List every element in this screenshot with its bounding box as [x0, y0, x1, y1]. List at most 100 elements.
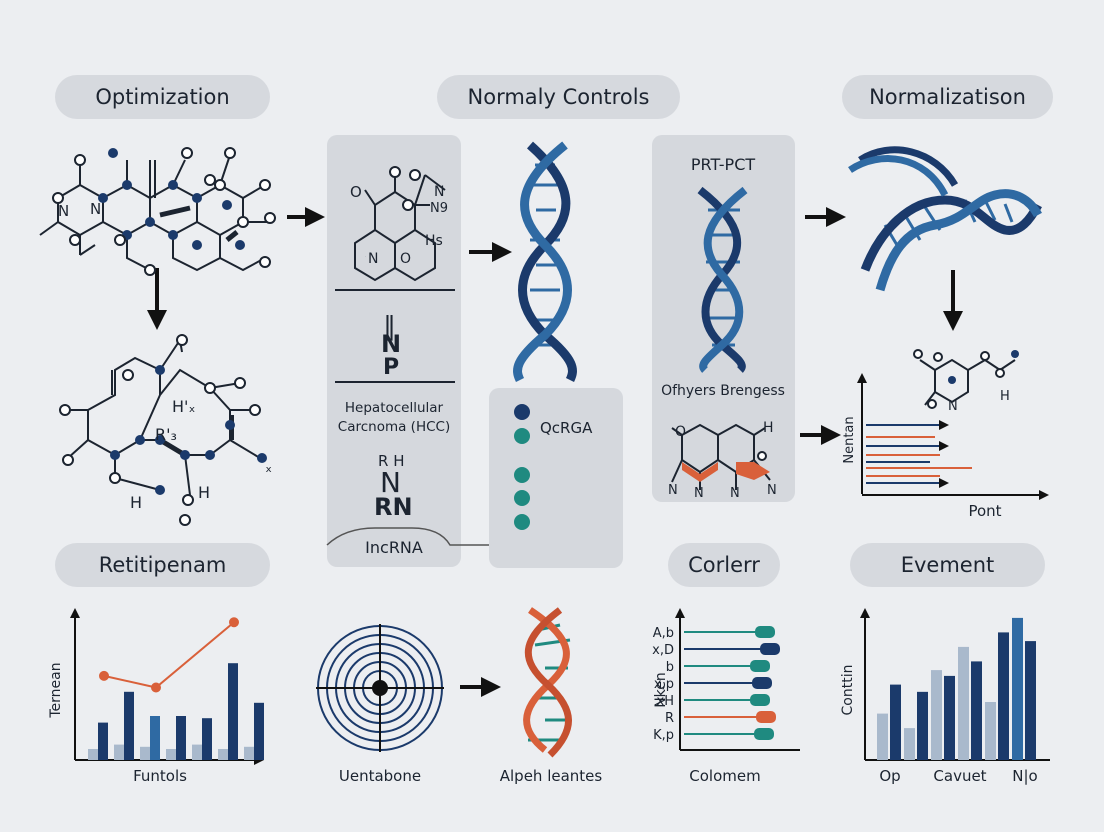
chart1-line-point-3	[229, 617, 239, 628]
mol2-r-prime: R'₃	[155, 425, 177, 444]
target-rings	[316, 624, 444, 752]
target-caption: Uentabone	[339, 767, 421, 785]
panel-left	[327, 135, 461, 567]
mol3-h: H	[1000, 389, 1010, 404]
mol3-n: N	[948, 399, 958, 414]
hbar-xlabel: Pont	[968, 502, 1001, 520]
panel-left-atom-2	[409, 169, 421, 181]
chart2-bar-9	[985, 702, 996, 760]
panel-left-atom-h: H	[365, 256, 366, 258]
prt-n4: N	[767, 483, 777, 498]
qcrga-dot-teal-4	[514, 514, 530, 530]
lollipop-label-5: xH	[657, 694, 674, 709]
panel-left-atom-hs: Hs	[425, 233, 443, 249]
chart1-line-point-2	[151, 682, 161, 693]
qcrga-label: QcRGA	[540, 419, 593, 437]
lollipop-head-3	[750, 660, 770, 672]
lollipop-head-5	[750, 694, 770, 706]
prt-orange-left	[682, 462, 718, 482]
lollipop-label-3: b	[666, 660, 674, 675]
dna-helix-orange	[523, 607, 572, 758]
hbar-axes	[857, 373, 1049, 500]
chart2-bars	[877, 617, 1036, 760]
prt-molecule	[671, 423, 771, 490]
prt-n1: N	[668, 483, 678, 498]
mol3-atom-7	[927, 399, 937, 409]
chart1-bar-dark-4	[176, 716, 186, 760]
chart2-bar-8	[971, 661, 982, 760]
chart2-xlabel-3: N|o	[1012, 767, 1037, 785]
chart2-bar-5	[931, 670, 942, 760]
dna-helix-center	[513, 141, 577, 383]
mol3-atom-3	[948, 376, 956, 384]
molecule-middle-left	[65, 339, 261, 496]
chart2-bar-10	[998, 632, 1009, 760]
panel-left-np-p: P	[383, 355, 399, 380]
chart1-bar-dark-3	[150, 716, 160, 760]
arrows	[147, 207, 963, 697]
chart2-bar-12	[1025, 641, 1036, 760]
mol1-n-label: N	[58, 202, 69, 220]
panel-left-atom-1	[389, 166, 401, 178]
panel-left-rn: RN	[374, 493, 413, 521]
panel-left-atom-o2: O	[400, 251, 411, 267]
chart1-bar-dark-5	[202, 718, 212, 760]
chart2-bar-2	[890, 684, 901, 760]
chart1-bar-dark-7	[254, 702, 264, 760]
prt-o: O	[675, 424, 686, 440]
qcrga-dot-navy	[514, 404, 530, 420]
panel-left-atom-3	[402, 199, 414, 211]
header-corlerr: Corlerr	[668, 543, 780, 587]
mol3-atom-5	[995, 368, 1005, 378]
chart1-line-path	[103, 621, 235, 689]
chart1-bar-light-2	[114, 744, 124, 760]
panel-left-atom-n9: N9	[430, 201, 448, 216]
mol3-atom-6	[1011, 350, 1019, 358]
panel-left-atom-n2: N	[434, 184, 444, 200]
chart1-bar-dark-1	[98, 722, 108, 760]
panel-connector	[326, 527, 489, 546]
lollipop-ylabel: Nken	[653, 672, 669, 708]
lollipop-label-6: R	[665, 711, 674, 726]
molecule-top-left-atoms	[52, 147, 276, 276]
hcc-line2: Carcnoma (HCC)	[338, 419, 450, 435]
lollipop-head-7	[754, 728, 774, 740]
prt-pct-title: PRT-PCT	[691, 155, 756, 174]
chart2-bar-11	[1012, 617, 1023, 760]
chart1-bar-light-3	[140, 746, 150, 760]
chart1-bar-light-5	[192, 744, 202, 760]
dna-helix-top-right	[848, 146, 1042, 292]
chart2-xlabel-1: Op	[879, 767, 900, 785]
chart1-xlabel: Funtols	[133, 767, 187, 785]
qcrga-dot-teal-3	[514, 490, 530, 506]
dna-helix-prt	[697, 186, 748, 373]
mol2-x-right: ₓ	[265, 457, 272, 476]
panel-left-n-big: N	[380, 466, 401, 499]
chart2-ylabel: Conttin	[840, 665, 856, 716]
lollipop-head-1	[755, 626, 775, 638]
header-normalization: Normalizatison	[842, 75, 1053, 119]
chart1-bar-light-1	[88, 749, 98, 760]
molecule-top-left	[39, 154, 268, 272]
qcrga-dot-teal-1	[514, 428, 530, 444]
lncrna-label: IncRNA	[365, 538, 423, 557]
lollipop-label-1: A,b	[653, 626, 674, 641]
hcc-line1: Hepatocellular	[345, 400, 444, 416]
chart2-xlabel-2: Cavuet	[933, 767, 986, 785]
helix-caption: Alpeh leantes	[500, 767, 603, 785]
lollipop-label-7: K,p	[653, 728, 674, 743]
molecule-small-right	[919, 358, 1016, 406]
chart2-bar-3	[904, 728, 915, 760]
panel-left-molecule	[335, 172, 455, 383]
panel-left-rh: R H	[378, 452, 404, 470]
lollipop-xlabel: Colomem	[689, 767, 760, 785]
prt-h: H	[763, 420, 774, 436]
chart1-bar-light-6	[218, 749, 228, 760]
lollipop-head-2	[760, 643, 780, 655]
target-center	[372, 680, 388, 696]
header-optimization: Optimization	[55, 75, 270, 119]
panel-left-bond: ∥	[383, 312, 396, 342]
molecule-middle-left-atoms	[59, 334, 267, 526]
